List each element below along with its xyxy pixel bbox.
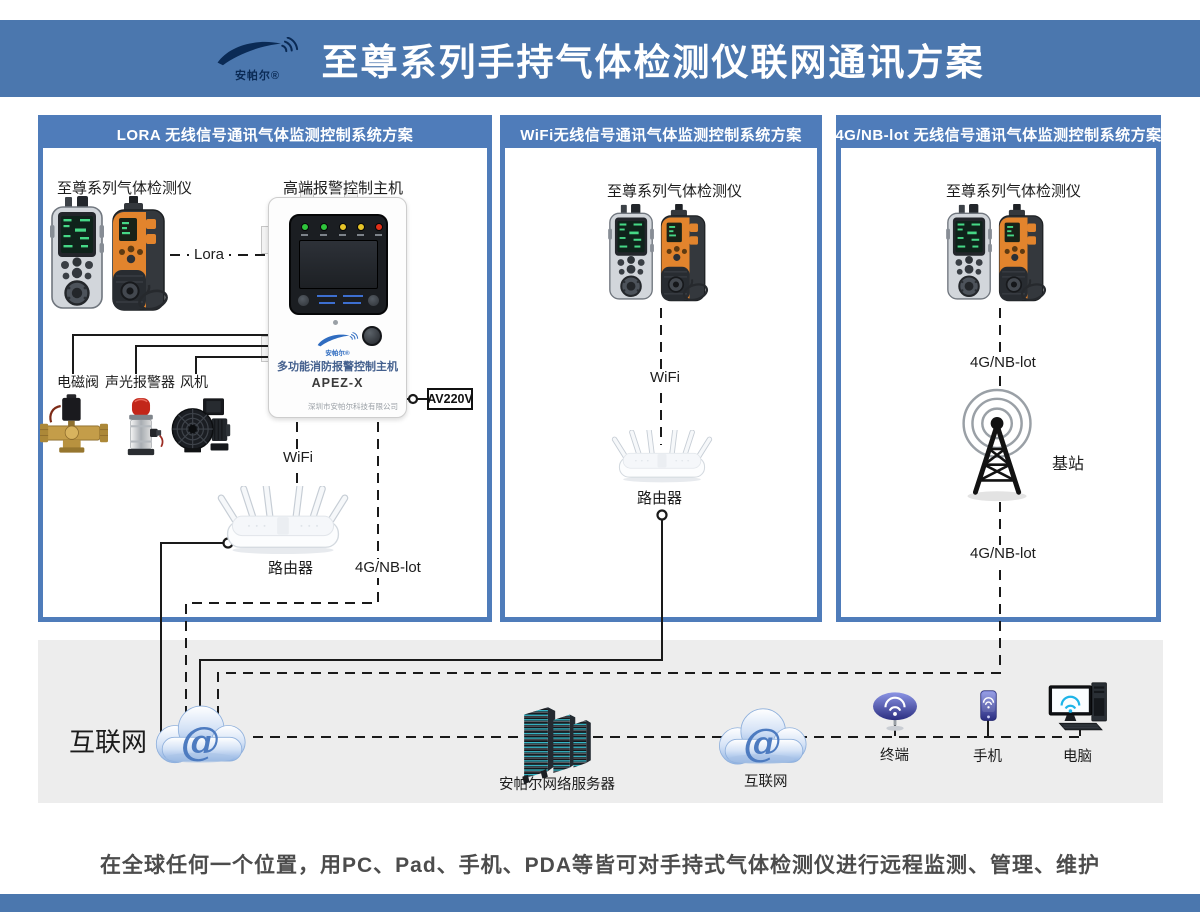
4g-label-p3-top: 4G/NB-lot [965,354,1041,373]
cloud-label: 互联网 [744,774,788,790]
internet-label: 互联网 [69,727,148,757]
gas-detectors-icon [608,204,710,304]
sound-light-alarm-icon [116,396,166,460]
4g-label-p1: 4G/NB-lot [350,559,426,578]
cloud-internet-icon [710,703,818,774]
host-indicator-dot [333,320,338,325]
phone-label: 手机 [973,749,1002,765]
host-model: APEZ-X [311,376,364,390]
footer-bar [0,894,1200,912]
led-yellow [339,223,347,231]
panel-wifi-title: WiFi无线信号通讯气体监测控制系统方案 [505,120,817,148]
router-icon [210,486,356,556]
phone-icon [977,690,1000,724]
panel-lora-title: LORA 无线信号通讯气体监测控制系统方案 [43,120,487,148]
host-brand-logo: 安帕尔® [269,332,406,357]
server-rack-icon [513,700,601,784]
terminal-label: 终端 [880,748,909,764]
gas-detectors-icon [946,204,1048,304]
panel-4g-title: 4G/NB-lot 无线信号通讯气体监测控制系统方案 [835,120,1161,148]
host-speaker [368,295,379,306]
wifi-label-p2: WiFi [645,369,685,388]
cloud-internet-icon [147,700,257,773]
host-knob [362,326,382,346]
fan-label: 风机 [180,374,208,390]
logo-swoosh-icon [317,332,359,348]
detector-label-p2: 至尊系列气体检测仪 [607,183,743,200]
header-banner: 安帕尔® 至尊系列手持气体检测仪联网通讯方案 [0,20,1200,97]
router-label-p1: 路由器 [268,560,314,577]
fan-blower-icon [170,398,232,453]
power-label-box: AV220V [427,388,473,410]
brand-logo: 安帕尔® [216,37,300,83]
logo-swoosh-icon [216,37,300,68]
footer-caption: 在全球任何一个位置，用PC、Pad、手机、PDA等皆可对手持式气体检测仪进行远程… [99,854,1101,877]
led-red [375,223,383,231]
host-product-name: 多功能消防报警控制主机 [277,361,398,373]
router-icon [606,430,718,484]
computer-label: 电脑 [1063,749,1092,765]
router-label-p2: 路由器 [637,490,683,507]
led-green [301,223,309,231]
host-company: 深圳市安帕尔科技有限公司 [308,402,398,411]
host-lcd-screen [299,240,378,289]
alarm-label: 声光报警器 [105,374,175,390]
brand-logo-text: 安帕尔® [234,69,281,82]
host-label: 高端报警控制主机 [283,180,404,197]
wifi-label-p1: WiFi [278,449,318,468]
detector-label-p1: 至尊系列气体检测仪 [57,180,193,197]
solenoid-valve-icon [40,394,108,455]
alarm-control-host: 安帕尔® 多功能消防报警控制主机 APEZ-X 深圳市安帕尔科技有限公司 [268,197,407,418]
valve-label: 电磁阀 [57,374,99,390]
led-yellow [357,223,365,231]
lora-link-label: Lora [189,246,230,265]
server-label: 安帕尔网络服务器 [499,777,615,793]
gas-detectors-icon [50,196,170,314]
4g-label-p3-bottom: 4G/NB-lot [965,545,1041,564]
computer-icon [1046,682,1114,735]
page-title: 至尊系列手持气体检测仪联网通讯方案 [321,39,985,84]
led-green [320,223,328,231]
host-speaker [298,295,309,306]
base-station-tower-icon [936,388,1064,506]
detector-label-p3: 至尊系列气体检测仪 [946,183,1082,200]
host-display-panel [289,214,388,315]
terminal-icon [870,691,920,735]
base-station-label: 基站 [1052,456,1085,473]
